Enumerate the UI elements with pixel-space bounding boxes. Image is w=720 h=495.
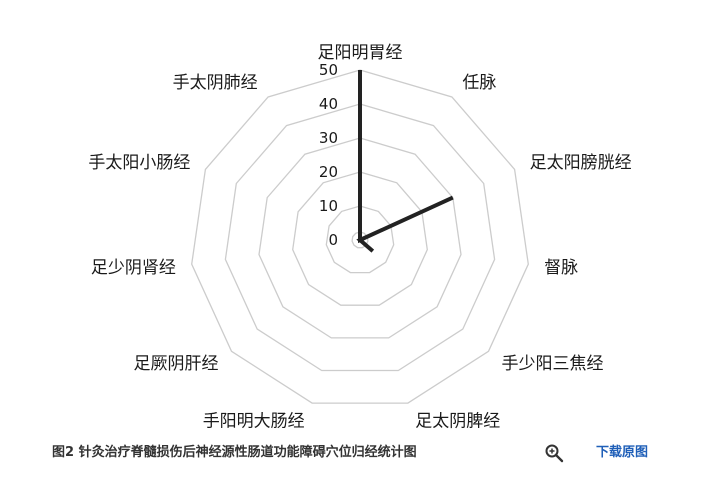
grid-ring bbox=[191, 69, 529, 404]
category-label: 足太阴脾经 bbox=[415, 411, 500, 431]
category-label: 足阳明胃经 bbox=[318, 43, 403, 63]
magnifier-icon[interactable] bbox=[544, 443, 564, 463]
radar-grid bbox=[191, 69, 529, 404]
tick-label: 20 bbox=[319, 163, 338, 181]
radial-ticks: 0 10 20 30 40 50 bbox=[319, 61, 338, 249]
grid-ring bbox=[258, 137, 462, 339]
category-label: 手太阴肺经 bbox=[173, 73, 258, 93]
tick-label: 40 bbox=[319, 95, 338, 113]
category-label: 足厥阴肝经 bbox=[134, 354, 219, 374]
category-label: 手少阳三焦经 bbox=[502, 354, 604, 374]
series-layer bbox=[356, 69, 454, 253]
tick-label: 0 bbox=[328, 231, 338, 249]
category-label: 手阳明大肠经 bbox=[203, 411, 305, 431]
category-label: 足太阳膀胱经 bbox=[530, 153, 632, 173]
category-label: 任脉 bbox=[462, 73, 496, 93]
figure-caption: 图2 针灸治疗脊髓损伤后神经源性肠道功能障碍穴位归经统计图 bbox=[52, 445, 417, 460]
tick-label: 10 bbox=[319, 197, 338, 215]
tick-label: 30 bbox=[319, 129, 338, 147]
grid-ring bbox=[325, 205, 395, 274]
category-label: 足少阴肾经 bbox=[91, 258, 176, 278]
grid-ring bbox=[224, 103, 496, 372]
tick-label: 50 bbox=[319, 61, 338, 79]
grid-ring bbox=[292, 171, 428, 306]
download-original-link[interactable]: 下载原图 bbox=[596, 445, 649, 460]
category-label: 督脉 bbox=[544, 258, 578, 278]
category-label: 手太阳小肠经 bbox=[88, 153, 190, 173]
series-line bbox=[356, 70, 454, 253]
